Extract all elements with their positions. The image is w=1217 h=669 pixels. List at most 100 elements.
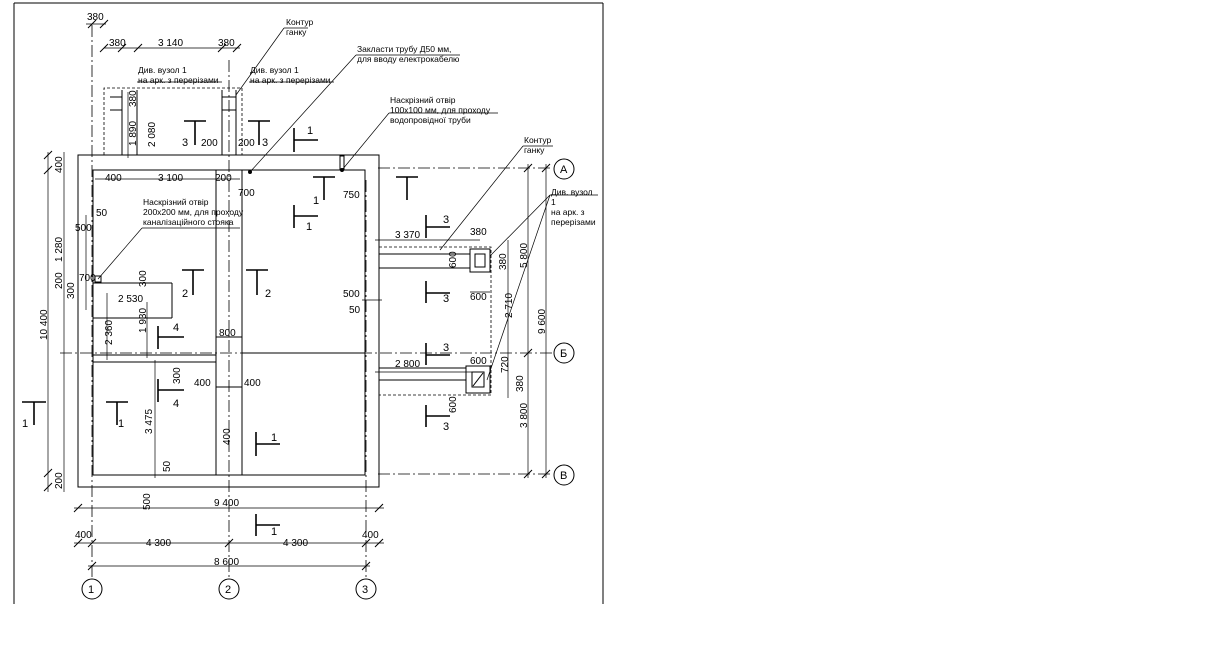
dim-label: 400: [105, 173, 122, 184]
dim-label: 50: [96, 208, 108, 219]
dim-label: 400: [75, 530, 92, 541]
section-label: 3: [262, 137, 268, 149]
section-label: 3: [182, 137, 188, 149]
dimension-labels: 380 380 3 140 380 200 200 400 3 100 200 …: [75, 12, 487, 568]
dim-label: 9 600: [537, 309, 548, 334]
porch-posts: [379, 248, 491, 394]
section-label: 3: [443, 421, 449, 433]
section-label: 2: [182, 288, 188, 300]
dim-label: 600: [470, 356, 487, 367]
dim-label: 3 140: [158, 38, 183, 49]
dim-label: 1 890: [128, 121, 139, 146]
axis-bubbles: [81, 158, 575, 600]
sheet-border: [13, 2, 604, 604]
foundation-walls: [77, 90, 380, 488]
section-label: 2: [265, 288, 271, 300]
dimension-ticks: [43, 19, 551, 571]
dim-label: 380: [515, 375, 526, 392]
section-markers: [22, 120, 450, 536]
section-label: 1: [306, 221, 312, 233]
dim-label: 200: [215, 173, 232, 184]
dim-label: 380: [498, 253, 509, 270]
dim-label: 400: [194, 378, 211, 389]
section-label: 1: [271, 526, 277, 538]
dim-label: 500: [142, 493, 153, 510]
section-label: 1: [271, 432, 277, 444]
section-label: 4: [173, 322, 179, 334]
dim-label: 2 710: [504, 293, 515, 318]
dim-label: 300: [172, 367, 183, 384]
dim-label: 500: [343, 289, 360, 300]
dim-label: 2 080: [147, 122, 158, 147]
dim-label: 200: [238, 138, 255, 149]
dim-label: 380: [109, 38, 126, 49]
section-label: 1: [22, 418, 28, 430]
section-label: 1: [313, 195, 319, 207]
dim-label: 300: [138, 270, 149, 287]
dim-label: 4 300: [283, 538, 308, 549]
note-pipe-d50: Закласти трубу Д50 мм,для вводу електрок…: [357, 44, 460, 64]
dim-label: 400: [54, 156, 65, 173]
dim-label: 380: [470, 227, 487, 238]
dim-label: 600: [470, 292, 487, 303]
axis-label-b: Б: [560, 348, 567, 360]
dim-label: 2 530: [118, 294, 143, 305]
axis-label-1: 1: [88, 584, 94, 596]
dim-label: 3 475: [144, 409, 155, 434]
section-label: 1: [307, 125, 313, 137]
dimension-lines: [47, 23, 547, 567]
dim-label: 400: [244, 378, 261, 389]
dim-label: 750: [343, 190, 360, 201]
dim-label: 700: [238, 188, 255, 199]
axis-label-3: 3: [362, 584, 368, 596]
dim-label: 200: [54, 272, 65, 289]
dim-label: 600: [448, 396, 459, 413]
section-label: 4: [173, 398, 179, 410]
dim-label: 500: [75, 223, 92, 234]
dim-label: 300: [66, 282, 77, 299]
dim-label: 400: [222, 428, 233, 445]
section-label: 3: [443, 342, 449, 354]
dim-label: 600: [448, 251, 459, 268]
dim-label: 10 400: [39, 309, 50, 340]
axis-label-2: 2: [225, 584, 231, 596]
dim-label: 8 600: [214, 557, 239, 568]
dim-label: 50: [349, 305, 361, 316]
dim-label: 3 370: [395, 230, 420, 241]
dim-label: 3 800: [519, 403, 530, 428]
dim-label: 700: [79, 273, 96, 284]
dimension-labels-vertical: 380 1 890 2 080 400 1 280 200 300 300 2 …: [39, 90, 548, 510]
dim-label: 380: [87, 12, 104, 23]
dim-label: 200: [201, 138, 218, 149]
axis-label-v: В: [560, 470, 567, 482]
section-label: 3: [443, 293, 449, 305]
dim-label: 1 930: [138, 308, 149, 333]
dim-label: 3 100: [158, 173, 183, 184]
dim-label: 50: [162, 460, 173, 472]
dim-label: 4 300: [146, 538, 171, 549]
dim-label: 800: [219, 328, 236, 339]
porch-contours: [103, 87, 492, 396]
leader-lines: [97, 27, 598, 381]
dim-label: 1 280: [54, 237, 65, 262]
axis-label-a: А: [560, 164, 568, 176]
dim-label: 380: [218, 38, 235, 49]
dim-label: 2 360: [104, 320, 115, 345]
dim-label: 380: [128, 90, 139, 107]
dim-label: 9 400: [214, 498, 239, 509]
dim-label: 720: [500, 356, 511, 373]
section-label: 3: [443, 214, 449, 226]
dim-label: 5 800: [519, 243, 530, 268]
dim-label: 400: [362, 530, 379, 541]
section-label: 1: [118, 418, 124, 430]
dim-label: 2 800: [395, 359, 420, 370]
